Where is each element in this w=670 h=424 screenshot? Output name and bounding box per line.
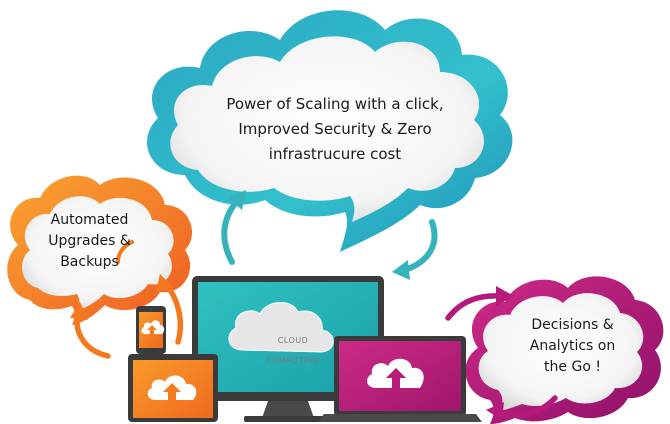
laptop xyxy=(318,336,482,422)
arrow-magenta-1-head xyxy=(496,286,514,306)
devices xyxy=(128,276,482,422)
top-cloud xyxy=(146,10,513,252)
monitor-cloud-icon xyxy=(228,302,334,353)
cloud-computing-label: CLOUD COMPUTING xyxy=(248,326,338,376)
arrow-magenta-2-head xyxy=(486,402,504,420)
phone-upload-arrow-icon xyxy=(147,325,157,337)
laptop-upload-arrow-icon xyxy=(386,368,406,392)
arrow-orange-1-head xyxy=(70,302,88,320)
top-cloud-text: Power of Scaling with a click, Improved … xyxy=(226,95,444,163)
tablet xyxy=(128,354,218,422)
tablet-upload-arrow-icon xyxy=(163,383,181,404)
arrow-orange-2-head xyxy=(156,274,174,292)
arrow-teal-down-head xyxy=(392,260,410,280)
arrow-magenta-2 xyxy=(497,395,558,418)
left-cloud xyxy=(7,175,193,325)
right-cloud xyxy=(465,276,664,424)
arrows xyxy=(70,190,558,420)
arrow-teal-up-head xyxy=(228,190,246,210)
cloud-computing-label-line2: COMPUTING xyxy=(266,356,320,365)
arrow-teal-down xyxy=(402,219,438,273)
right-cloud-text: Decisions & Analytics on the Go ! xyxy=(529,317,616,375)
cloud-computing-label-line1: CLOUD xyxy=(277,336,309,345)
arrow-orange-3 xyxy=(116,240,134,264)
left-cloud-text: Automated Upgrades & Backups xyxy=(48,212,131,270)
phone xyxy=(136,306,166,354)
arrow-magenta-1 xyxy=(445,293,503,321)
arrow-teal-up xyxy=(221,197,241,265)
